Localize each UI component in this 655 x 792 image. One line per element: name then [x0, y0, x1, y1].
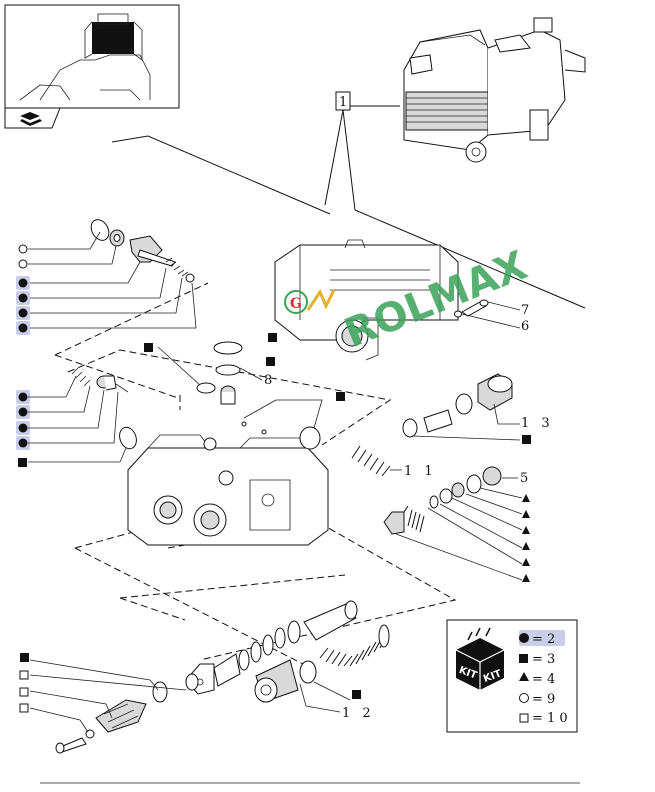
callout-1: 1	[324, 91, 400, 211]
middle-left-parts	[71, 367, 137, 450]
svg-text:1: 1	[339, 95, 351, 110]
svg-text:1 2: 1 2	[342, 706, 375, 721]
washer-6: 6	[454, 310, 533, 334]
marker-open-circle	[18, 259, 28, 269]
o-ring-set	[196, 341, 321, 450]
piston-13: 1 3	[402, 373, 554, 441]
svg-text:= 9: = 9	[532, 692, 555, 707]
thumbnail-tab	[4, 107, 61, 129]
legend-row-filled-triangle: = 4	[519, 672, 555, 687]
kit-legend-box: KIT KIT = 2 = 3 = 4 = 9 = 1 0	[446, 619, 578, 733]
svg-text:G: G	[290, 296, 302, 312]
marker-open-circle	[18, 244, 28, 254]
marker-filled-square	[352, 690, 361, 699]
marker-column-lower	[19, 653, 29, 713]
overview-thumbnail[interactable]	[4, 4, 180, 129]
main-valve-body	[127, 434, 329, 546]
valve-5-stack: 5	[383, 466, 532, 535]
book-icon	[20, 112, 42, 126]
upper-valve-body	[274, 239, 459, 361]
svg-text:1 1: 1 1	[404, 464, 437, 479]
marker-column-middle	[16, 390, 30, 467]
legend-row-filled-square: = 3	[519, 652, 555, 667]
svg-text:8: 8	[264, 373, 276, 388]
spool-assembly	[185, 600, 390, 695]
upper-left-parts	[90, 219, 195, 283]
triangle-markers	[522, 494, 530, 582]
svg-text:= 1 0: = 1 0	[532, 711, 568, 726]
marker-filled-square	[144, 343, 153, 352]
plug-12: 1 2	[254, 659, 375, 721]
lower-left-parts	[55, 673, 199, 754]
svg-text:1 3: 1 3	[521, 416, 554, 431]
marker-filled-square	[336, 392, 345, 401]
marker-filled-square	[522, 435, 531, 444]
spring-11: 1 1	[351, 445, 437, 479]
svg-text:= 2: = 2	[532, 632, 555, 647]
marker-column-upper	[16, 244, 30, 335]
legend-row-open-square: = 1 0	[519, 711, 568, 726]
marker-filled-square	[268, 333, 277, 342]
legend-row-filled-circle: = 2	[519, 630, 565, 647]
legend-row-open-circle: = 9	[519, 692, 555, 707]
svg-text:= 3: = 3	[532, 652, 555, 667]
svg-text:5: 5	[520, 471, 532, 486]
valve-assembly-overview	[403, 17, 586, 163]
svg-text:6: 6	[521, 319, 533, 334]
svg-text:= 4: = 4	[532, 672, 555, 687]
marker-filled-square	[266, 357, 275, 366]
svg-text:7: 7	[521, 303, 533, 318]
kit-box-icon: KIT KIT	[455, 627, 505, 690]
